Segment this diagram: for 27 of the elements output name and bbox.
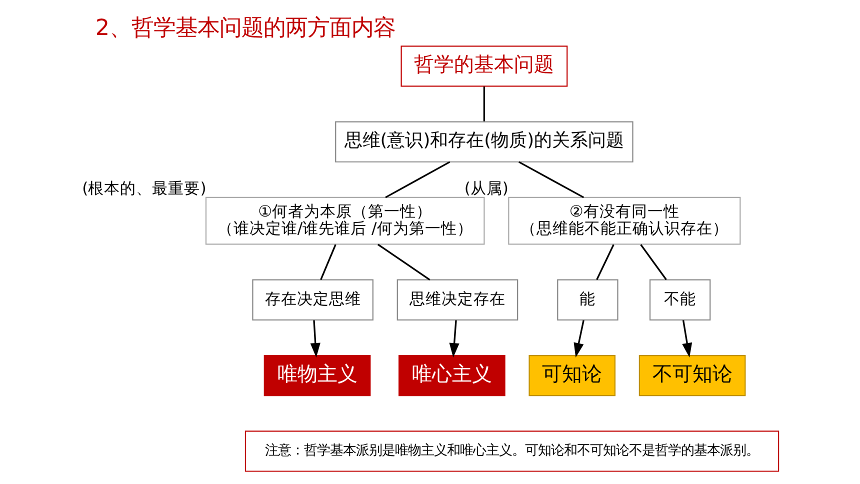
node-box: 哲学的基本问题 [400,46,568,87]
arrow [682,320,692,358]
node-box: ①何者为本原（第一性） （谁决定谁/谁先谁后 /何为第一性） [204,196,484,245]
node-box: ②有没有同一性 （思维能不能正确认识存在） [508,196,740,245]
node-box: 思维决定存在 [396,279,518,320]
node-box: 不可知论 [638,354,746,396]
diagram-title: 2、哲学基本问题的两方面内容 [94,15,396,42]
node-box: 思维(意识)和存在(物质)的关系问题 [334,121,633,162]
node-box: 唯心主义 [398,354,505,396]
arrow [310,320,320,358]
node-box: 可知论 [528,354,616,396]
connector [384,161,450,198]
node-label: (从属) [464,179,508,198]
arrow [573,320,584,358]
connector [518,161,584,198]
connector [640,244,666,280]
connector [596,244,614,280]
node-box: 注意：哲学基本派别是唯物主义和唯心主义。可知论和不可知论不是哲学的基本派别。 [244,430,779,472]
connector [482,86,485,122]
node-box: 唯物主义 [263,354,370,396]
node-box: 能 [556,279,618,320]
node-box: 不能 [648,279,710,320]
node-label: (根本的、最重要) [82,179,206,198]
arrow [448,320,459,358]
node-box: 存在决定思维 [252,279,373,320]
connector [320,244,336,280]
connector [376,244,430,280]
